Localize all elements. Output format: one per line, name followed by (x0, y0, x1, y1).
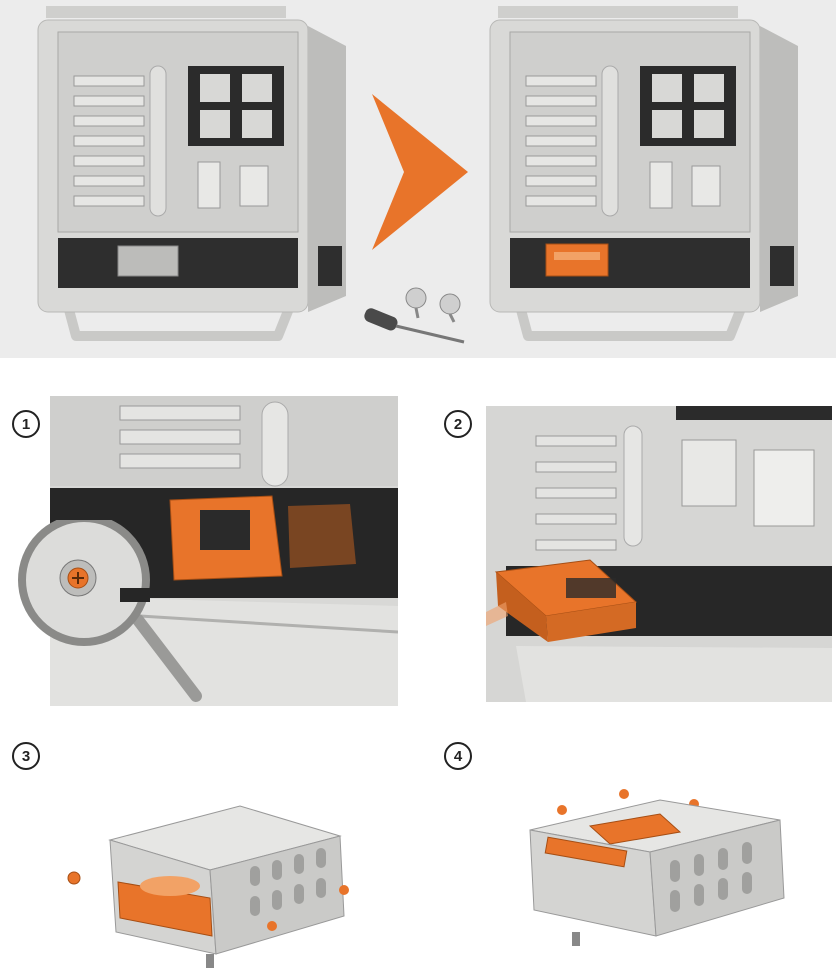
orange-right-arrow-icon (370, 92, 470, 252)
case-before-illustration (28, 6, 358, 346)
step-4-badge: 4 (444, 742, 472, 770)
step-4-illustration (510, 786, 810, 960)
thumbscrew-icon (402, 284, 472, 324)
magnifier-icon (10, 520, 210, 710)
step-1-badge: 1 (12, 410, 40, 438)
case-after-illustration (480, 6, 810, 346)
step-3-badge: 3 (12, 742, 40, 770)
step-3-illustration (60, 786, 370, 970)
step-2-photo (486, 406, 832, 702)
overview-panel (0, 0, 836, 358)
step-2-badge: 2 (444, 410, 472, 438)
